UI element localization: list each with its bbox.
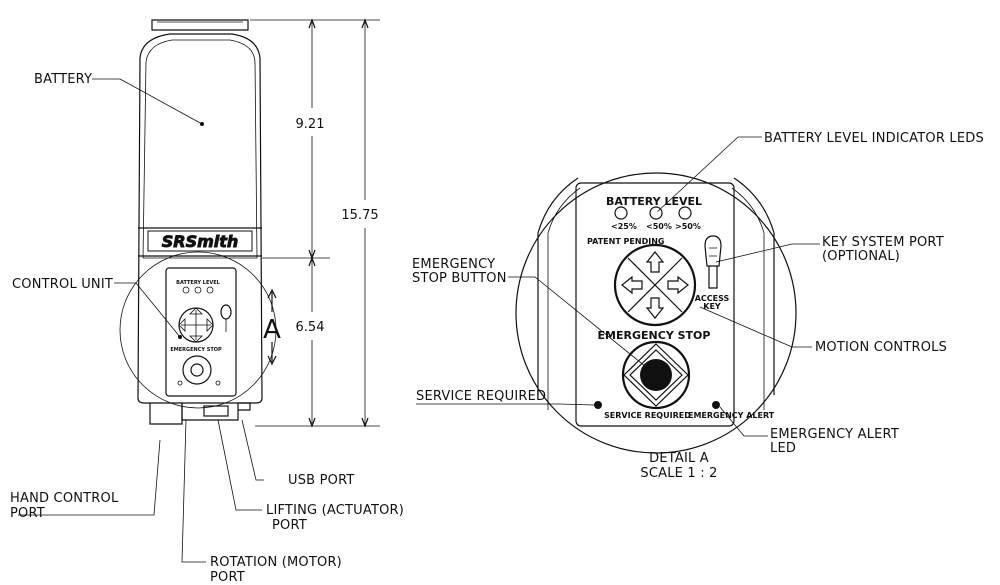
panel-patent: PATENT PENDING <box>587 237 664 246</box>
detail-a-view <box>515 172 797 454</box>
right-callouts <box>416 136 820 437</box>
svg-text:SRSmith: SRSmith <box>162 232 239 251</box>
emergency-led-label-2: LED <box>770 441 796 456</box>
mini-emergency-stop-text: EMERGENCY STOP <box>170 347 222 353</box>
estop-button-label-1: EMERGENCY <box>412 257 495 272</box>
detail-panel-texts: BATTERY LEVEL <25% <50% >50% PATENT PEND… <box>587 195 775 420</box>
panel-access-key-2: KEY <box>703 302 721 311</box>
panel-emergency-stop: EMERGENCY STOP <box>598 329 711 342</box>
detail-title: DETAIL A <box>649 451 709 466</box>
section-arrow-down <box>267 342 277 366</box>
key-port-label-2: (OPTIONAL) <box>822 249 900 264</box>
dim-total: 15.75 <box>341 208 378 223</box>
mini-battery-level-text: BATTERY LEVEL <box>176 280 220 286</box>
rotation-label-1: ROTATION (MOTOR) <box>210 555 342 570</box>
left-callouts <box>18 78 264 563</box>
rotation-label-2: PORT <box>210 570 245 585</box>
emergency-led-label-1: EMERGENCY ALERT <box>770 427 899 442</box>
dimension-lines <box>250 18 380 428</box>
service-required-label: SERVICE REQUIRED <box>416 389 546 404</box>
section-letter: A <box>263 315 281 345</box>
panel-emergency-alert: EMERGENCY ALERT <box>688 411 775 420</box>
dim-upper: 9.21 <box>296 117 325 132</box>
motion-controls-label: MOTION CONTROLS <box>815 340 947 355</box>
usb-port-label: USB PORT <box>288 473 355 488</box>
unit-front-view <box>119 19 277 425</box>
panel-battery-level: BATTERY LEVEL <box>606 195 702 208</box>
panel-led-mid: <50% <box>646 222 672 231</box>
detail-scale: SCALE 1 : 2 <box>640 466 717 481</box>
key-port-label-1: KEY SYSTEM PORT <box>822 235 944 250</box>
dim-lower: 6.54 <box>296 320 325 335</box>
hand-control-label-2: PORT <box>10 506 45 521</box>
panel-led-low: <25% <box>611 222 637 231</box>
estop-button-label-2: STOP BUTTON <box>412 271 507 286</box>
control-unit-label: CONTROL UNIT <box>12 277 113 292</box>
battery-leds-label: BATTERY LEVEL INDICATOR LEDS <box>764 131 984 146</box>
brand-logo-front: SRSmith <box>147 230 253 252</box>
lifting-label-1: LIFTING (ACTUATOR) <box>266 503 404 518</box>
section-arrow-up <box>267 288 277 312</box>
panel-access-key-1: ACCESS <box>695 294 730 303</box>
hand-control-label-1: HAND CONTROL <box>10 491 119 506</box>
panel-led-high: >50% <box>675 222 701 231</box>
battery-label: BATTERY <box>34 72 92 87</box>
panel-service-required: SERVICE REQUIRED <box>604 411 691 420</box>
lifting-label-2: PORT <box>272 518 307 533</box>
